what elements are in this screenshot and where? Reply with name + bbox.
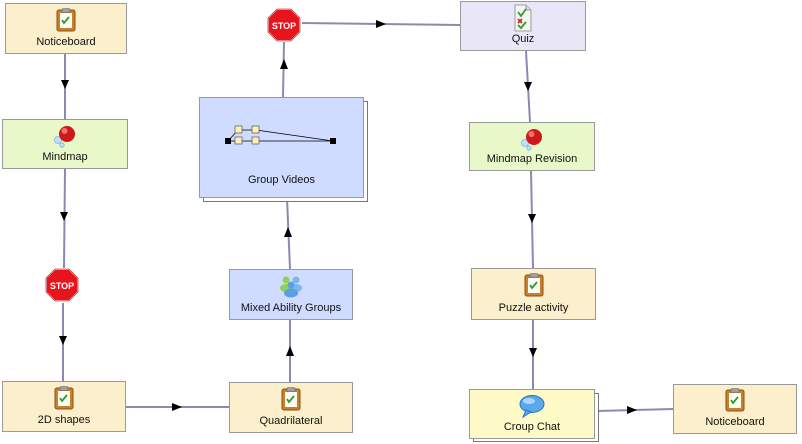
arrowhead xyxy=(528,214,536,223)
arrowhead xyxy=(529,348,537,357)
activity-mindmap[interactable]: Mindmap xyxy=(2,119,128,169)
activity-label: Mixed Ability Groups xyxy=(240,302,342,314)
group-users-icon xyxy=(280,276,302,298)
arrowhead xyxy=(286,346,294,356)
activity-noticeboard[interactable]: Noticeboard xyxy=(5,3,127,54)
arrowhead xyxy=(376,20,386,28)
activity-group-chat[interactable]: Croup Chat xyxy=(469,389,595,439)
activity-label: Croup Chat xyxy=(503,421,561,433)
mindmap-icon xyxy=(54,126,75,148)
stop-gate-label: STOP xyxy=(272,21,296,31)
branching-icon xyxy=(224,125,336,145)
arrowhead xyxy=(59,336,67,345)
activity-label: Noticeboard xyxy=(705,416,765,428)
activity-label: Mindmap xyxy=(42,151,88,163)
arrowhead xyxy=(280,59,288,69)
activity-quiz[interactable]: Quiz xyxy=(460,1,586,51)
arrowhead xyxy=(284,227,292,237)
activity-label: 2D shapes xyxy=(37,414,91,426)
activity-mixed-ability-groups[interactable]: Mixed Ability Groups xyxy=(229,269,353,320)
activity-puzzle[interactable]: Puzzle activity xyxy=(471,268,596,320)
activity-label: Noticeboard xyxy=(36,36,96,48)
activity-2d-shapes[interactable]: 2D shapes xyxy=(2,381,126,432)
arrowhead xyxy=(627,406,637,414)
noticeboard-icon xyxy=(725,388,745,412)
chat-bubble-icon xyxy=(519,395,545,418)
stop-gate-label: STOP xyxy=(50,281,74,291)
activity-noticeboard-end[interactable]: Noticeboard xyxy=(673,384,797,434)
activity-label: Quadrilateral xyxy=(259,415,323,427)
connector-groupvideos-stop xyxy=(282,41,285,98)
quiz-document-icon xyxy=(514,4,532,32)
activity-mindmap-revision[interactable]: Mindmap Revision xyxy=(469,122,595,171)
noticeboard-icon xyxy=(56,8,76,32)
mindmap-icon xyxy=(521,129,542,151)
activity-group-videos[interactable]: Group Videos xyxy=(199,97,364,198)
arrowhead xyxy=(60,212,68,221)
arrowhead xyxy=(172,403,182,411)
activity-quadrilateral[interactable]: Quadrilateral xyxy=(229,382,353,433)
stop-gate-icon[interactable]: STOP xyxy=(267,8,301,42)
arrowhead xyxy=(61,80,69,89)
stop-gate-icon[interactable]: STOP xyxy=(45,268,79,302)
activity-label: Mindmap Revision xyxy=(486,153,578,165)
noticeboard-icon xyxy=(524,273,543,297)
activity-label: Puzzle activity xyxy=(498,302,569,314)
activity-label: Quiz xyxy=(511,33,535,45)
noticeboard-icon xyxy=(281,387,301,411)
activity-label: Group Videos xyxy=(247,174,316,186)
arrowhead xyxy=(524,82,532,91)
noticeboard-icon xyxy=(54,386,74,410)
